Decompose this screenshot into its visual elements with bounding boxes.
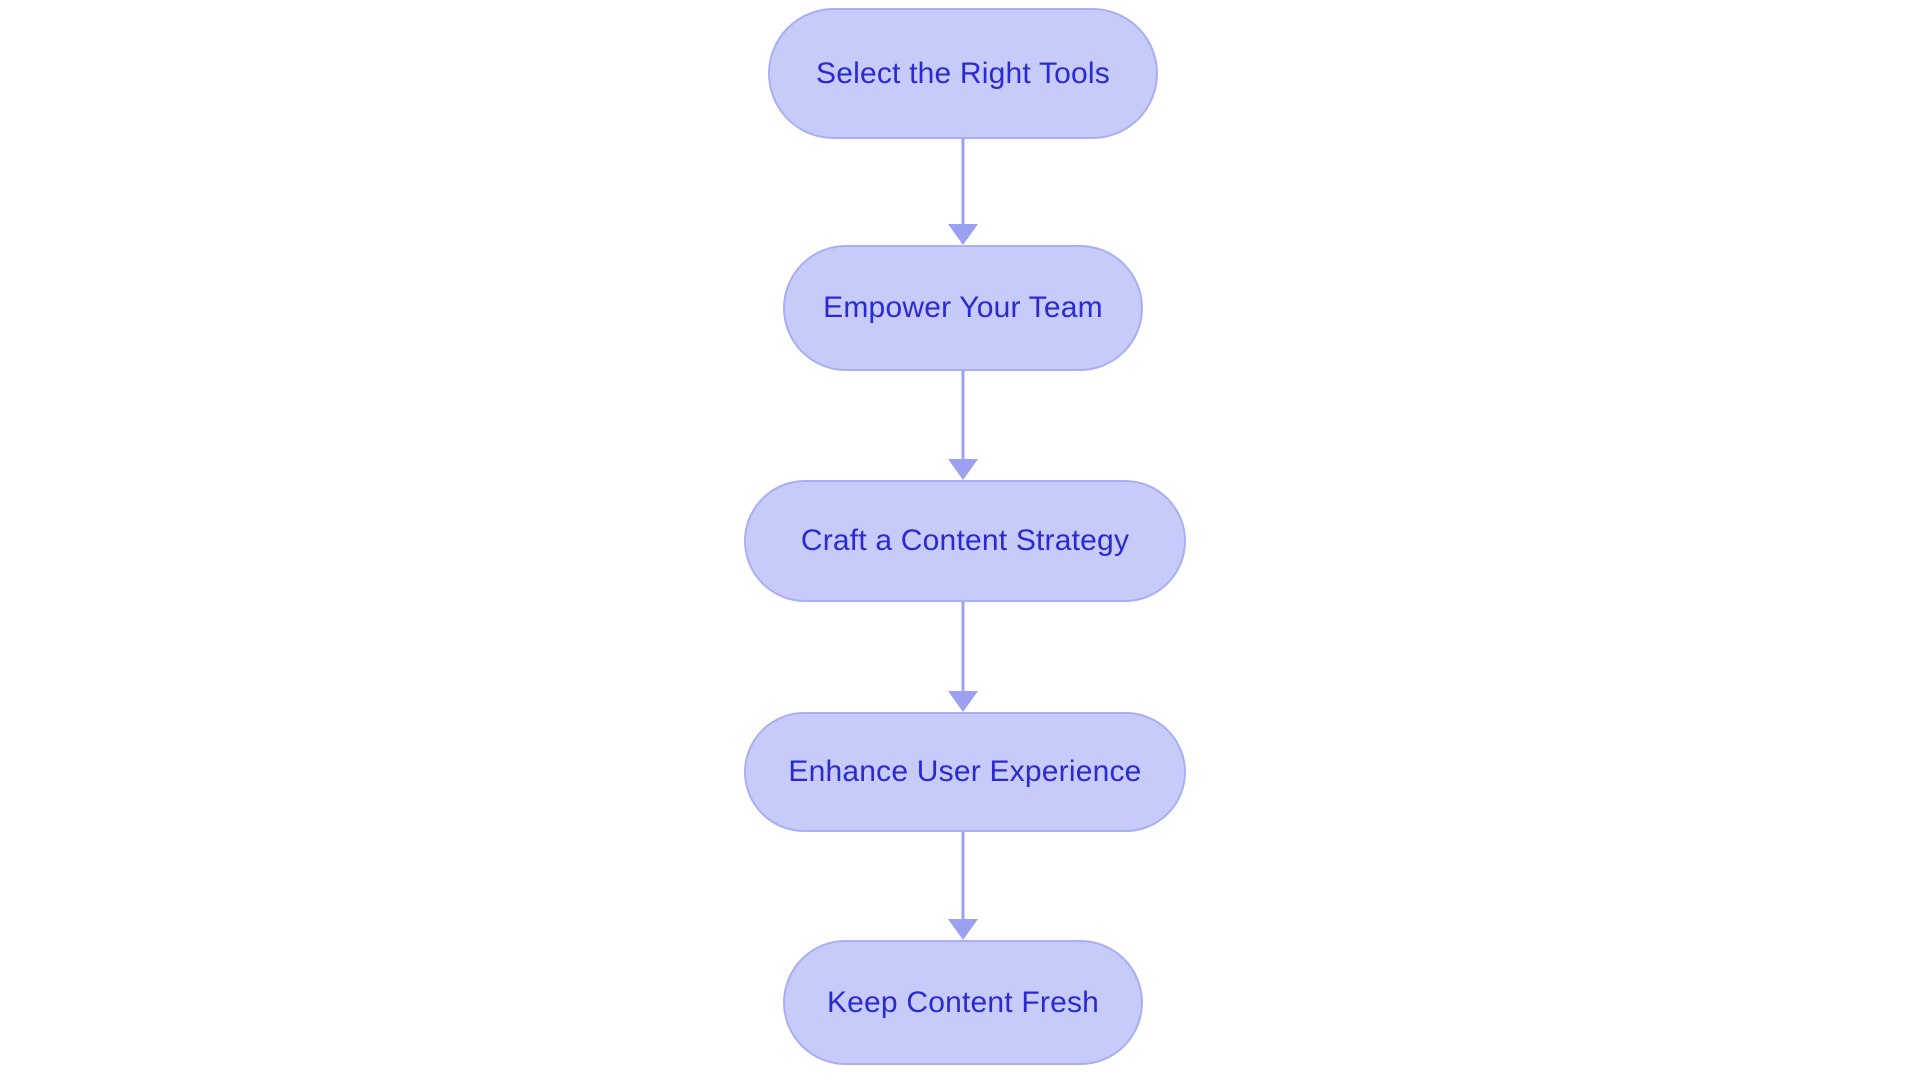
edge-line bbox=[961, 602, 965, 691]
arrow-down-icon bbox=[948, 224, 978, 245]
flow-node-label: Enhance User Experience bbox=[788, 755, 1142, 788]
flow-node-label: Select the Right Tools bbox=[815, 56, 1110, 90]
flow-node-craft-a-content-strategy[interactable]: Craft a Content Strategy bbox=[744, 480, 1186, 602]
flow-node-label: Empower Your Team bbox=[823, 291, 1103, 324]
flow-edge-node2-to-node3 bbox=[948, 371, 978, 480]
flow-node-empower-your-team[interactable]: Empower Your Team bbox=[783, 245, 1143, 371]
flow-node-enhance-user-experience[interactable]: Enhance User Experience bbox=[744, 712, 1186, 832]
flow-node-label: Craft a Content Strategy bbox=[800, 524, 1130, 557]
flow-node-select-the-right-tools[interactable]: Select the Right Tools bbox=[768, 8, 1158, 139]
edge-line bbox=[961, 832, 965, 919]
arrow-down-icon bbox=[948, 691, 978, 712]
edge-line bbox=[961, 371, 965, 459]
edge-line bbox=[961, 139, 965, 224]
flow-node-keep-content-fresh[interactable]: Keep Content Fresh bbox=[783, 940, 1143, 1065]
flow-edge-node1-to-node2 bbox=[948, 139, 978, 245]
arrow-down-icon bbox=[948, 459, 978, 480]
flow-edge-node4-to-node5 bbox=[948, 832, 978, 940]
flow-edge-node3-to-node4 bbox=[948, 602, 978, 712]
flow-node-label: Keep Content Fresh bbox=[826, 985, 1100, 1019]
arrow-down-icon bbox=[948, 919, 978, 940]
